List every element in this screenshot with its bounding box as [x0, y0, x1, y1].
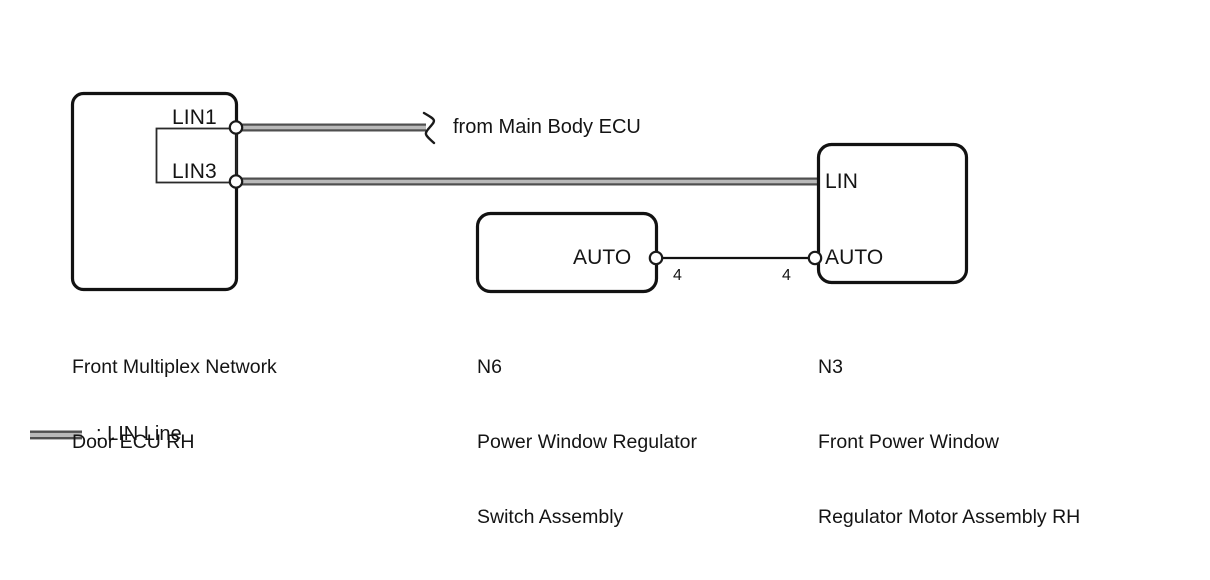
lin-line-symbol: [30, 430, 82, 440]
caption-front-multiplex-network-door-ecu-rh: Front Multiplex Network Door ECU RH: [72, 305, 277, 505]
auto-signal-wire: [648, 250, 823, 266]
caption-line: Door ECU RH: [72, 431, 195, 453]
caption-line: Front Power Window: [818, 431, 999, 453]
caption-line: N6: [477, 356, 502, 378]
caption-line: N3: [818, 356, 843, 378]
port-label-n6-auto: AUTO: [573, 246, 632, 269]
component-box-front-power-window-regulator-motor-assembly-rh: [816, 142, 969, 285]
caption-line: Regulator Motor Assembly RH: [818, 506, 1081, 528]
caption-power-window-regulator-switch-assembly: N6 Power Window Regulator Switch Assembl…: [477, 305, 697, 580]
legend-label: : LIN Line: [96, 423, 182, 445]
port-label-n3-auto: AUTO: [825, 246, 884, 269]
caption-front-power-window-regulator-motor-assembly-rh: N3 Front Power Window Regulator Motor As…: [818, 305, 1080, 580]
wiring-diagram: LIN1 LIN3 AUTO LIN AUTO from Main Body E…: [30, 91, 1080, 528]
caption-line: Switch Assembly: [477, 506, 624, 528]
wire-break-symbol: [422, 111, 436, 145]
lin1-bus-line: [236, 123, 426, 132]
caption-line: Front Multiplex Network: [72, 356, 277, 378]
wire-number-left: 4: [673, 267, 682, 284]
component-box-front-multiplex-network-door-ecu-rh: [70, 91, 239, 292]
diagram-graphics: [30, 91, 969, 440]
note-from-main-body-ecu: from Main Body ECU: [453, 116, 641, 138]
terminal-lin3: [228, 174, 244, 189]
lin3-bus-line: [236, 177, 820, 186]
caption-line: Power Window Regulator: [477, 431, 698, 453]
wire-number-right: 4: [782, 267, 791, 284]
port-label-lin3: LIN3: [172, 160, 217, 183]
terminal-lin1: [228, 120, 244, 135]
port-label-n3-lin: LIN: [825, 170, 858, 193]
port-label-lin1: LIN1: [172, 106, 217, 129]
